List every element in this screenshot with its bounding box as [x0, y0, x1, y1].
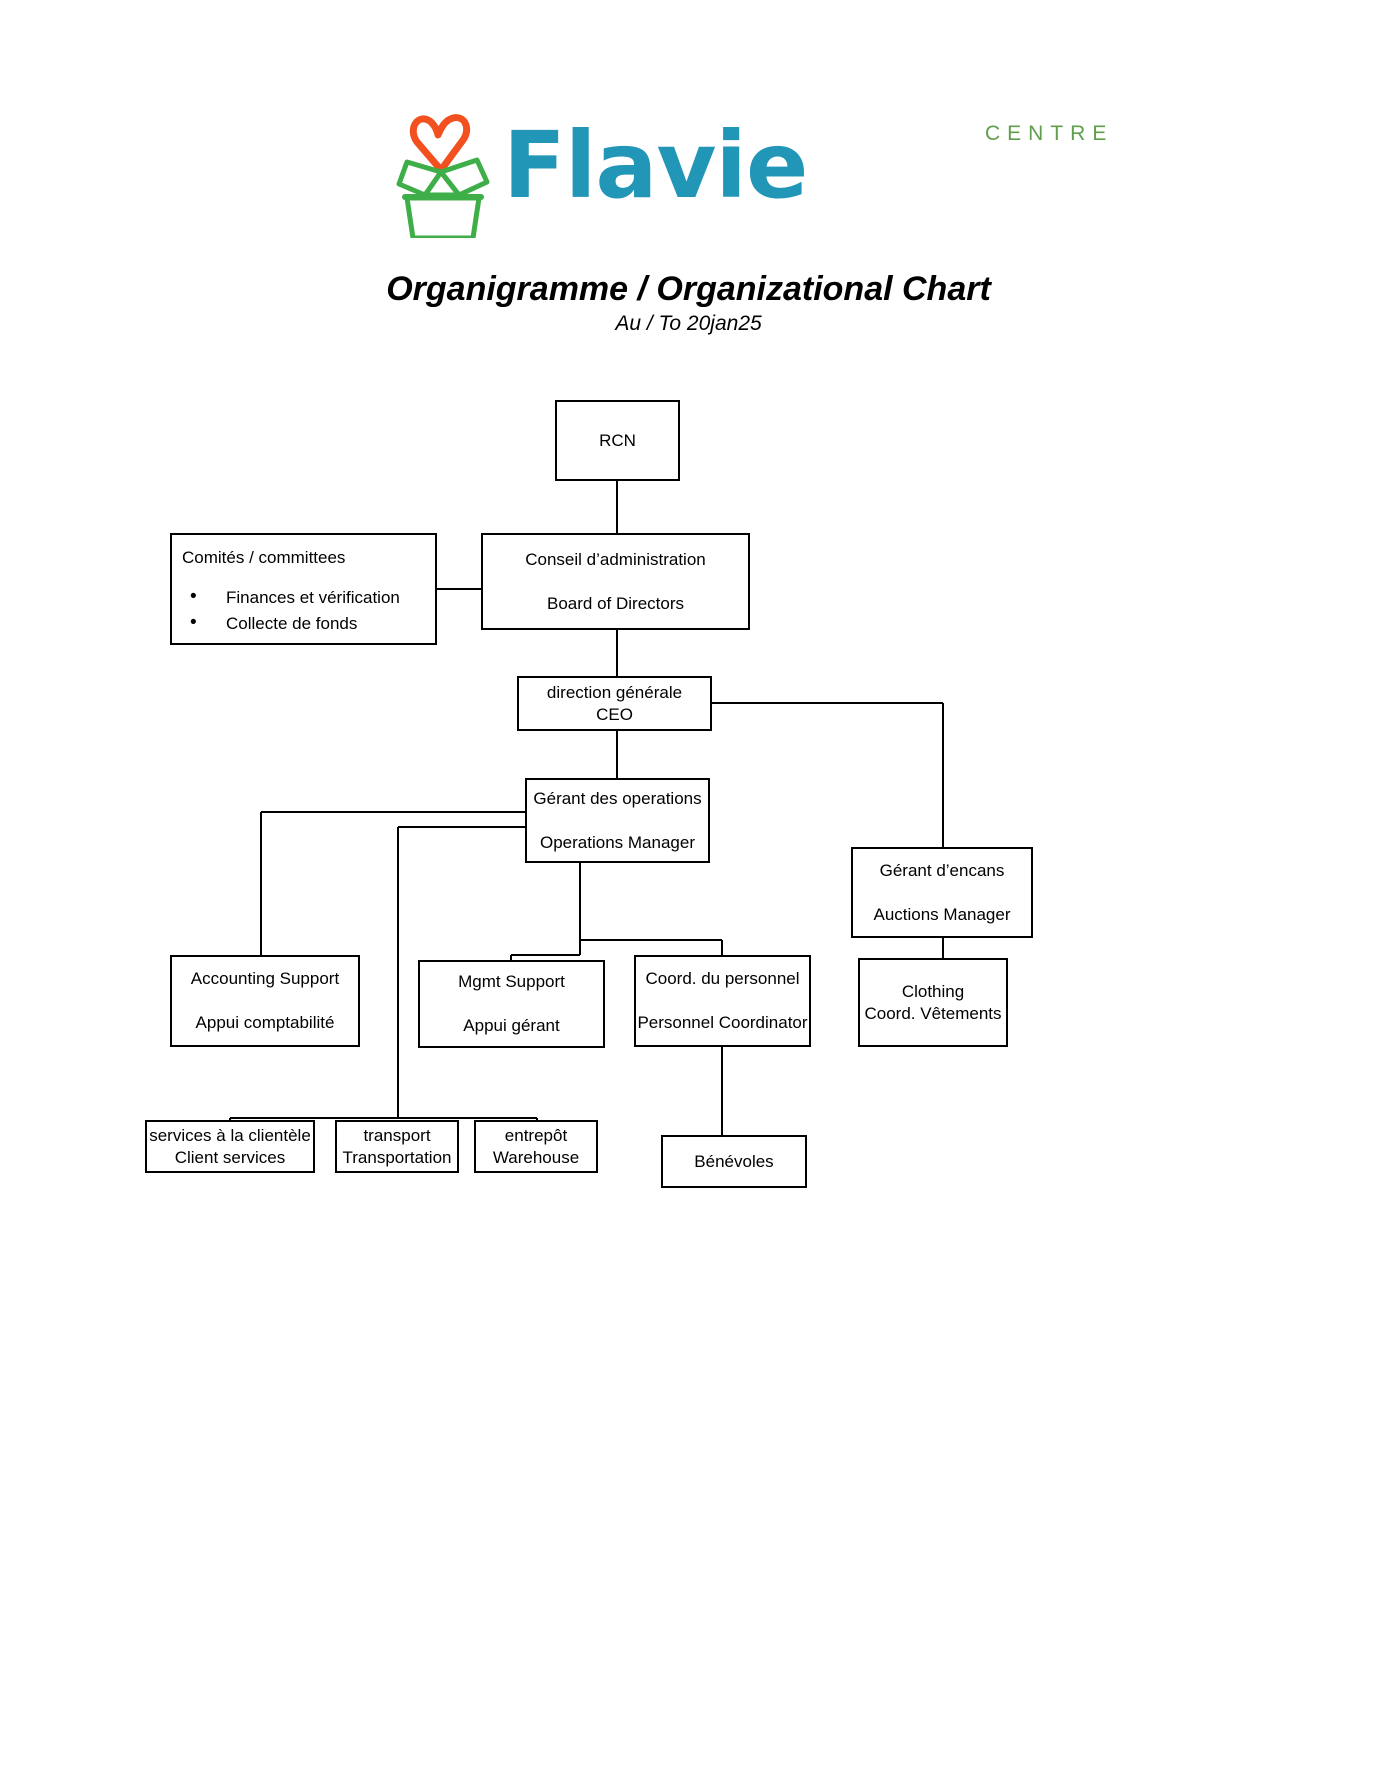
node-operations-line-1: Gérant des operations: [533, 788, 702, 808]
node-committees[interactable]: Comités / committees Finances et vérific…: [170, 533, 437, 645]
node-auctions-line-2: Auctions Manager: [873, 904, 1011, 924]
node-board[interactable]: Conseil d’administration Board of Direct…: [481, 533, 750, 630]
node-transport[interactable]: transport Transportation: [335, 1120, 459, 1173]
node-board-line-1: Conseil d’administration: [525, 549, 706, 569]
node-warehouse-line-1: entrepôt: [504, 1125, 568, 1145]
node-personnel-coordinator[interactable]: Coord. du personnel Personnel Coordinato…: [634, 955, 811, 1047]
node-client-services[interactable]: services à la clientèle Client services: [145, 1120, 315, 1173]
node-client-line-2: Client services: [174, 1147, 286, 1167]
node-client-line-1: services à la clientèle: [149, 1125, 311, 1145]
page-subtitle: Au / To 20jan25: [615, 312, 762, 335]
node-auctions-line-1: Gérant d’encans: [879, 860, 1005, 880]
node-auctions-manager[interactable]: Gérant d’encans Auctions Manager: [851, 847, 1033, 938]
node-accounting-line-1: Accounting Support: [190, 969, 340, 988]
node-personnel-line-1: Coord. du personnel: [645, 969, 800, 988]
node-ceo-line-1: direction générale: [546, 682, 683, 702]
node-personnel-line-2: Personnel Coordinator: [637, 1013, 808, 1032]
node-board-line-2: Board of Directors: [547, 593, 684, 613]
list-item: Collecte de fonds: [182, 610, 400, 637]
node-mgmt-line-2: Appui gérant: [463, 1016, 560, 1035]
node-mgmt-support[interactable]: Mgmt Support Appui gérant: [418, 960, 605, 1048]
node-volunteers[interactable]: Bénévoles: [661, 1135, 807, 1188]
node-ceo-line-2: CEO: [596, 704, 633, 724]
logo-flavie-text: Flavie: [503, 112, 808, 219]
node-ceo[interactable]: direction générale CEO: [517, 676, 712, 731]
node-clothing-line-1: Clothing: [901, 981, 965, 1001]
node-operations-line-2: Operations Manager: [540, 832, 695, 852]
page-title: Organigramme / Organizational Chart: [386, 270, 991, 308]
node-mgmt-line-1: Mgmt Support: [458, 972, 565, 991]
node-operations-manager[interactable]: Gérant des operations Operations Manager: [525, 778, 710, 863]
node-warehouse[interactable]: entrepôt Warehouse: [474, 1120, 598, 1173]
node-accounting-support[interactable]: Accounting Support Appui comptabilité: [170, 955, 360, 1047]
node-transport-line-2: Transportation: [342, 1147, 452, 1167]
node-rcn-line-1: RCN: [599, 430, 636, 450]
node-committees-list: Finances et vérification Collecte de fon…: [182, 584, 400, 637]
node-clothing-line-2: Coord. Vêtements: [864, 1003, 1002, 1023]
centre-flavie-logo: CENTRE Flavie: [385, 98, 1106, 238]
node-transport-line-1: transport: [363, 1125, 431, 1145]
node-volunteers-line-1: Bénévoles: [694, 1151, 774, 1171]
node-rcn[interactable]: RCN: [555, 400, 680, 481]
node-committees-heading: Comités / committees: [182, 548, 346, 567]
gift-box-with-heart-icon: [396, 114, 490, 238]
logo-centre-text: CENTRE: [985, 122, 1114, 145]
node-warehouse-line-2: Warehouse: [492, 1147, 580, 1167]
list-item: Finances et vérification: [182, 584, 400, 611]
node-accounting-line-2: Appui comptabilité: [195, 1013, 335, 1032]
node-clothing-coordinator[interactable]: Clothing Coord. Vêtements: [858, 958, 1008, 1047]
